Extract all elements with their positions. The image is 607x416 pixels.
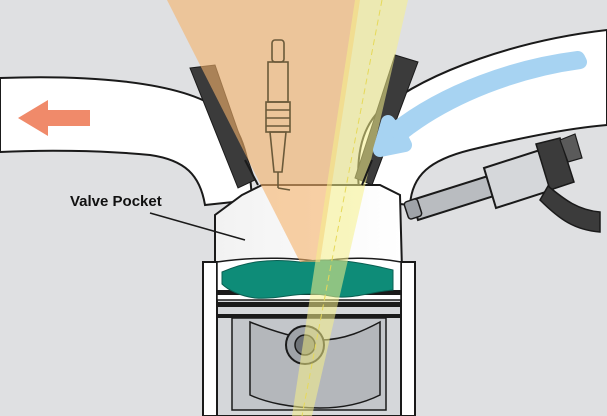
cylinder-wall-left — [203, 262, 217, 416]
fuel-charge-pocket — [222, 260, 393, 298]
valve-pocket-label: Valve Pocket — [70, 193, 162, 210]
cylinder-wall-right — [401, 262, 415, 416]
